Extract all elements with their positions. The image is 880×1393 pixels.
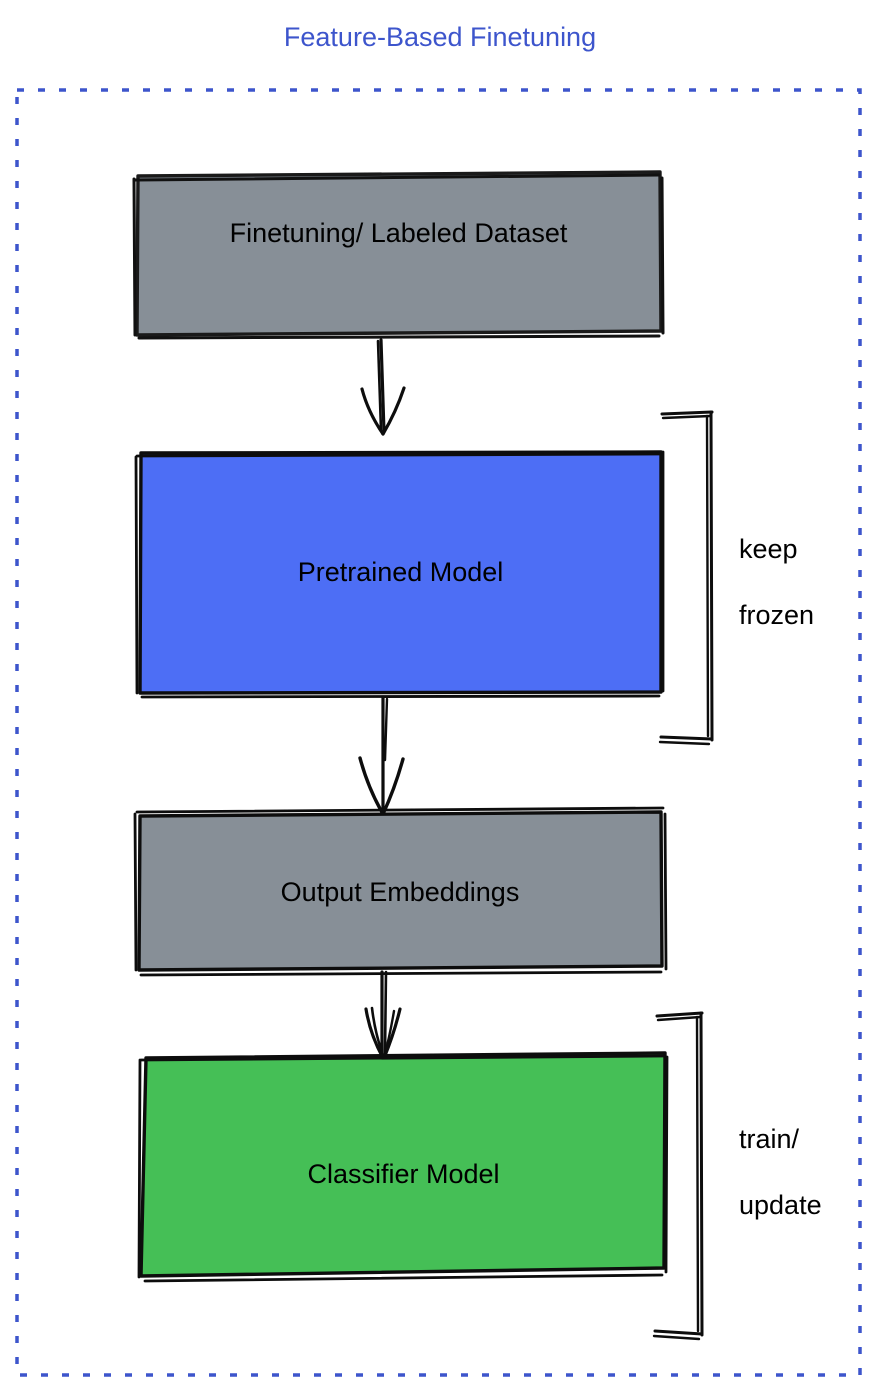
edge-embeddings-to-classifier: [364, 970, 402, 1060]
edge-dataset-to-pretrained: [360, 338, 406, 436]
dashed-container-border: [15, 88, 862, 1377]
annotation-keep-frozen-line1: keep: [739, 534, 798, 564]
node-embeddings-label: Output Embeddings: [280, 877, 520, 907]
node-classifier[interactable]: [137, 1051, 669, 1283]
edge-pretrained-to-embeddings: [358, 695, 405, 816]
node-dataset[interactable]: [132, 170, 665, 340]
arrowhead-1: [360, 387, 385, 436]
node-pretrained-label: Pretrained Model: [297, 557, 504, 587]
node-dataset-sketch-stroke: [132, 173, 665, 340]
bracket-train-update: [652, 1011, 704, 1341]
node-dataset-shape: [135, 170, 663, 337]
annotation-keep-frozen: keep frozen: [739, 500, 814, 665]
arrowhead-3: [364, 1007, 385, 1060]
annotation-keep-frozen-line2: frozen: [739, 600, 815, 630]
page-title: Feature-Based Finetuning: [283, 22, 597, 52]
node-classifier-sketch-stroke: [137, 1054, 669, 1283]
node-embeddings-sketch-stroke: [133, 806, 668, 977]
node-classifier-shape: [139, 1051, 667, 1278]
node-pretrained-sketch-stroke: [134, 450, 665, 699]
node-classifier-label: Classifier Model: [307, 1159, 500, 1189]
annotation-train-update-line1: train/: [739, 1124, 800, 1154]
arrowhead-2: [358, 756, 385, 816]
annotation-train-update-line2: update: [739, 1190, 822, 1220]
node-dataset-label: Finetuning/ Labeled Dataset: [229, 218, 568, 248]
node-embeddings-shape: [137, 810, 664, 972]
node-embeddings[interactable]: [133, 806, 668, 977]
node-pretrained-shape: [138, 450, 663, 695]
node-pretrained[interactable]: [134, 450, 665, 699]
annotation-train-update: train/ update: [739, 1090, 822, 1255]
bracket-keep-frozen: [658, 410, 714, 746]
